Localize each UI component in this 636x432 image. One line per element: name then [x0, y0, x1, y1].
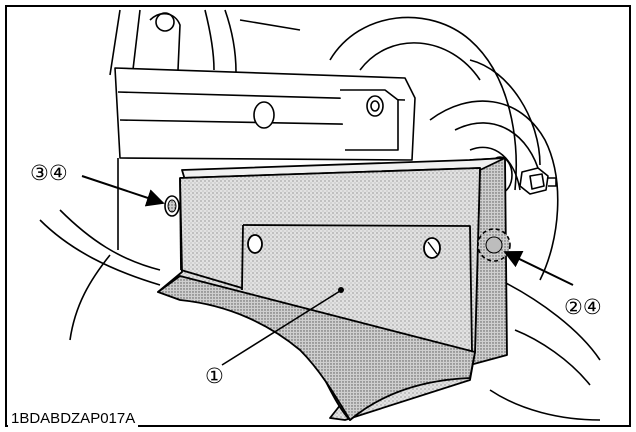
background-machinery [39, 9, 601, 421]
leader-dot-1 [338, 287, 344, 293]
figure-id-code: 1BDABDZAP017A [8, 410, 139, 428]
cover-panel [157, 157, 508, 421]
leader-line-1 [221, 290, 341, 366]
bolt-right [477, 228, 511, 262]
leader-line-2-4 [503, 250, 574, 286]
callout-1-label: ① [205, 364, 224, 388]
bolt-left [164, 195, 180, 217]
leader-line-3-4 [81, 175, 165, 207]
callout-2-4-label: ②④ [564, 295, 602, 319]
callout-3-4-label: ③④ [30, 161, 68, 185]
